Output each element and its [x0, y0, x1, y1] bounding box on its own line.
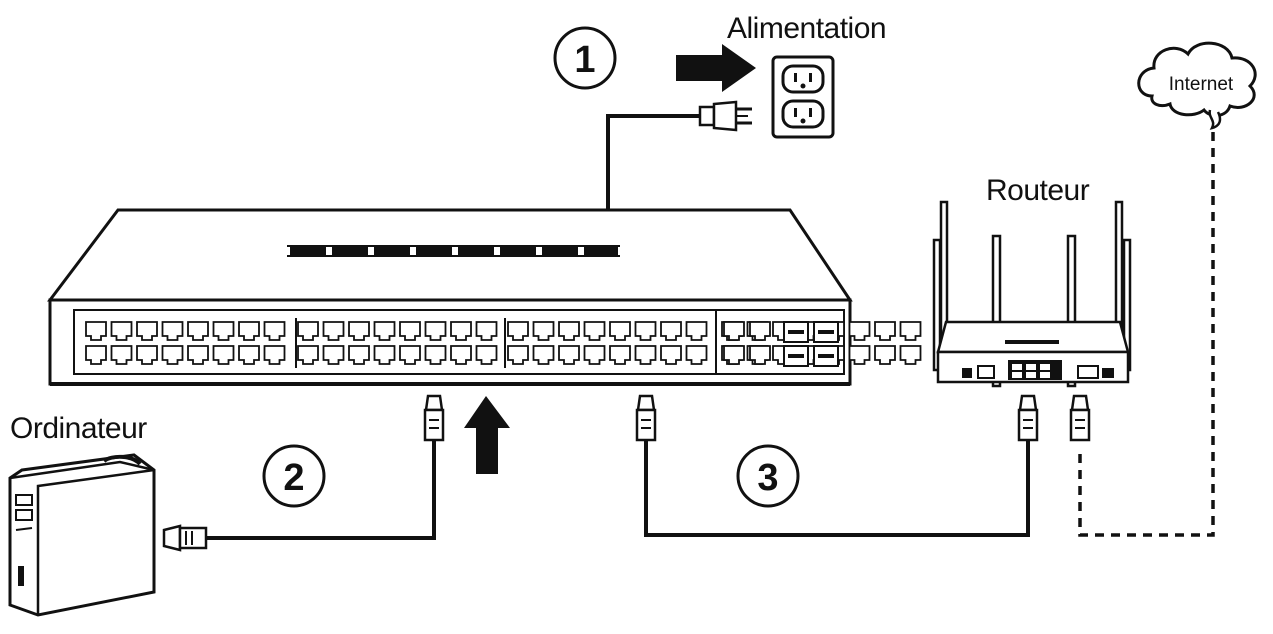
rj45-port [899, 345, 922, 365]
rj45-port [848, 321, 871, 341]
rj45-port [161, 321, 184, 341]
ethernet-plug-icon [162, 524, 208, 552]
rj45-port [532, 345, 555, 365]
rj45-port [212, 321, 235, 341]
rj45-port [297, 345, 319, 365]
rj45-port [399, 321, 421, 341]
rj45-port [187, 345, 209, 365]
rj45-port [634, 321, 657, 341]
rj45-port [373, 321, 396, 341]
cable-computer-switch [206, 440, 436, 540]
step-1-number: 1 [574, 39, 595, 81]
power-outlet-icon [771, 55, 835, 139]
rj45-port [609, 345, 631, 365]
rj45-port [373, 345, 396, 365]
rj45-port [85, 321, 107, 341]
sfp-slot-latch [818, 354, 834, 358]
rj45-port [583, 321, 606, 341]
desktop-tower-icon [8, 453, 156, 617]
step-1-badge: 1 [553, 26, 617, 90]
rj45-port [136, 321, 158, 341]
rj45-port [238, 345, 260, 365]
sfp-slot-latch [818, 330, 834, 334]
sfp-slot-array [783, 321, 839, 367]
rj45-port [263, 345, 286, 365]
rj45-port [348, 321, 370, 341]
rj45-port [660, 321, 682, 341]
cable-switch-router [644, 440, 1030, 537]
rj45-port [634, 345, 657, 365]
rj45-port [424, 321, 447, 341]
ethernet-plug-icon [635, 394, 657, 442]
step-3-number: 3 [757, 457, 778, 499]
internet-label: Internet [1169, 74, 1234, 95]
rj45-port [532, 321, 555, 341]
step-2-badge: 2 [262, 444, 326, 508]
rj45-port [297, 321, 319, 341]
rj45-port [874, 345, 896, 365]
rj45-port [399, 345, 421, 365]
ethernet-plug-icon [423, 394, 445, 442]
rj45-port [583, 345, 606, 365]
rj45-port [558, 345, 580, 365]
brand-logo [283, 244, 623, 258]
step-2-number: 2 [283, 457, 304, 499]
rj45-port [723, 321, 745, 341]
internet-link-dashed [1078, 132, 1215, 537]
rj45-port [609, 321, 631, 341]
rj45-port [85, 345, 107, 365]
cloud-icon [1137, 41, 1257, 130]
ethernet-plug-icon [1069, 394, 1091, 442]
rj45-port [749, 321, 771, 341]
rj45-port [212, 345, 235, 365]
rj45-port [238, 321, 260, 341]
rj45-port [899, 321, 922, 341]
router-icon [932, 200, 1132, 388]
rj45-port [187, 321, 209, 341]
rj45-port [558, 321, 580, 341]
arrow-up-icon [464, 396, 510, 474]
ethernet-plug-icon [1017, 394, 1039, 442]
rj45-port [110, 321, 133, 341]
network-switch-icon [46, 208, 922, 386]
rj45-port [723, 345, 745, 365]
rj45-port [685, 345, 708, 365]
sfp-slot-latch [788, 330, 804, 334]
power-plug-icon [698, 100, 752, 132]
rj45-port [424, 345, 447, 365]
rj45-port [475, 345, 498, 365]
rj45-port [348, 345, 370, 365]
arrow-right-icon [676, 44, 756, 92]
rj45-port [322, 345, 345, 365]
power-label: Alimentation [727, 12, 886, 45]
rj45-port [450, 345, 472, 365]
rj45-port [161, 345, 184, 365]
rj45-port [263, 321, 286, 341]
computer-label: Ordinateur [10, 412, 147, 445]
rj45-port [685, 321, 708, 341]
rj45-port [322, 321, 345, 341]
rj45-port [848, 345, 871, 365]
rj45-port [475, 321, 498, 341]
step-3-badge: 3 [736, 444, 800, 508]
router-label: Routeur [986, 174, 1090, 207]
rj45-port [660, 345, 682, 365]
rj45-port [507, 345, 529, 365]
rj45-port [136, 345, 158, 365]
rj45-port [450, 321, 472, 341]
rj45-port [874, 321, 896, 341]
sfp-slot-latch [788, 354, 804, 358]
rj45-port [110, 345, 133, 365]
rj45-port [507, 321, 529, 341]
rj45-port [749, 345, 771, 365]
power-cord [606, 114, 700, 210]
